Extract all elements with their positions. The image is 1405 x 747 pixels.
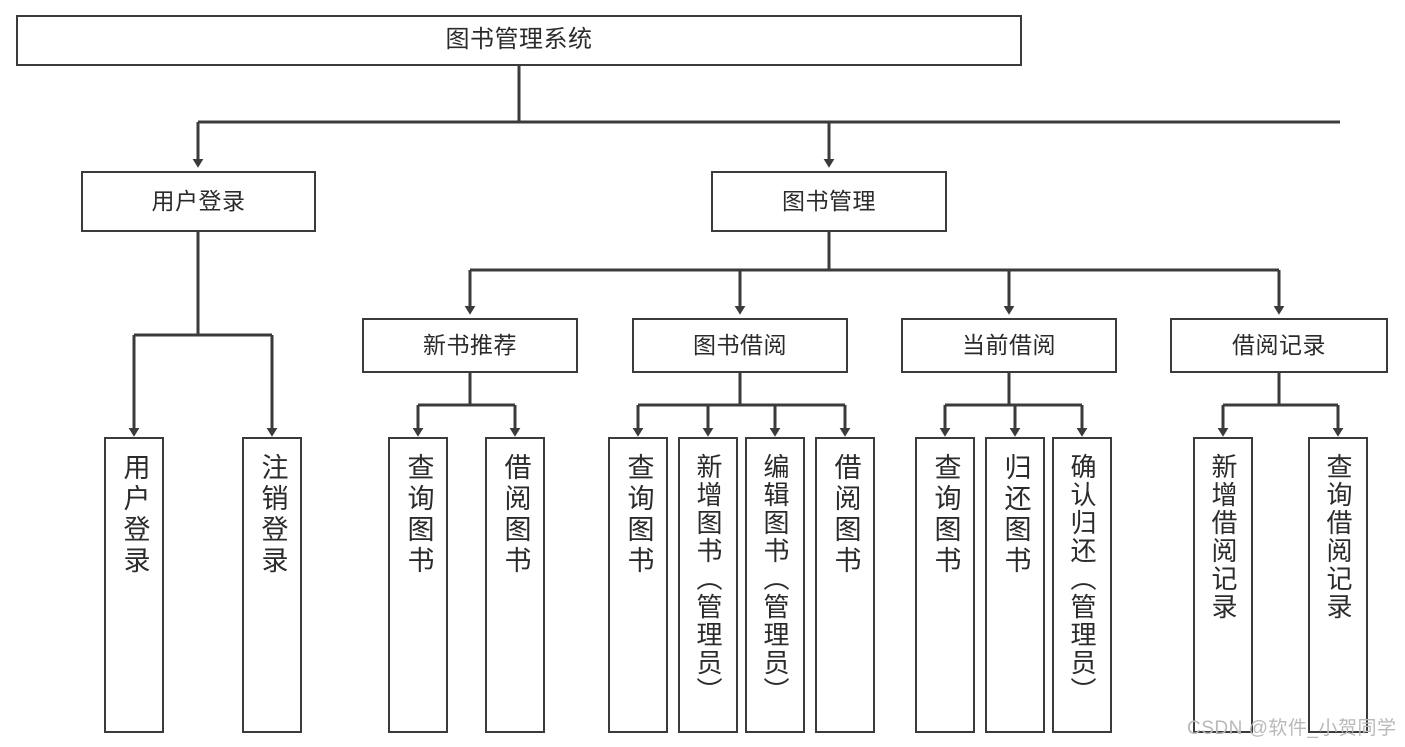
node-label: 新增图书（管理员）: [693, 453, 723, 705]
node-label: 注销登录: [257, 453, 288, 577]
node-label: 查询借阅记录: [1323, 453, 1353, 621]
node-leaf-query-book-3[interactable]: 查询图书: [915, 437, 975, 733]
node-leaf-add-book[interactable]: 新增图书（管理员）: [678, 437, 738, 733]
node-leaf-return-book[interactable]: 归还图书: [985, 437, 1045, 733]
node-label: 用户登录: [119, 453, 150, 577]
node-leaf-logout-login[interactable]: 注销登录: [242, 437, 302, 733]
node-leaf-query-book-1[interactable]: 查询图书: [388, 437, 448, 733]
node-label: 新增借阅记录: [1208, 453, 1238, 621]
node-leaf-edit-book[interactable]: 编辑图书（管理员）: [745, 437, 805, 733]
node-label: 图书借阅: [693, 331, 787, 358]
node-label: 查询图书: [623, 453, 654, 577]
node-label: 确认归还（管理员）: [1067, 453, 1097, 705]
node-label: 借阅记录: [1232, 331, 1326, 358]
csdn-watermark: CSDN @软件_小贺同学: [1187, 718, 1397, 739]
node-label: 借阅图书: [500, 453, 531, 577]
node-leaf-query-book-2[interactable]: 查询图书: [608, 437, 668, 733]
node-label: 归还图书: [1000, 453, 1031, 577]
node-label: 查询图书: [403, 453, 434, 577]
node-current-borrow[interactable]: 当前借阅: [901, 318, 1117, 373]
node-leaf-user-login[interactable]: 用户登录: [104, 437, 164, 733]
node-label: 借阅图书: [830, 453, 861, 577]
node-borrow-record[interactable]: 借阅记录: [1170, 318, 1388, 373]
node-user-login[interactable]: 用户登录: [81, 171, 316, 232]
node-leaf-add-record[interactable]: 新增借阅记录: [1193, 437, 1253, 733]
node-label: 当前借阅: [962, 331, 1056, 358]
node-label: 图书管理系统: [445, 26, 593, 54]
node-label: 新书推荐: [423, 331, 517, 358]
node-leaf-query-record[interactable]: 查询借阅记录: [1308, 437, 1368, 733]
node-label: 编辑图书（管理员）: [760, 453, 790, 705]
node-label: 图书管理: [782, 187, 876, 214]
node-book-borrow[interactable]: 图书借阅: [632, 318, 848, 373]
node-leaf-confirm-return[interactable]: 确认归还（管理员）: [1052, 437, 1112, 733]
node-new-book-recommend[interactable]: 新书推荐: [362, 318, 578, 373]
node-root-system[interactable]: 图书管理系统: [16, 15, 1022, 66]
node-leaf-borrow-book-1[interactable]: 借阅图书: [485, 437, 545, 733]
node-leaf-borrow-book-2[interactable]: 借阅图书: [815, 437, 875, 733]
node-label: 用户登录: [151, 187, 246, 214]
node-label: 查询图书: [930, 453, 961, 577]
node-book-manage[interactable]: 图书管理: [711, 171, 947, 232]
